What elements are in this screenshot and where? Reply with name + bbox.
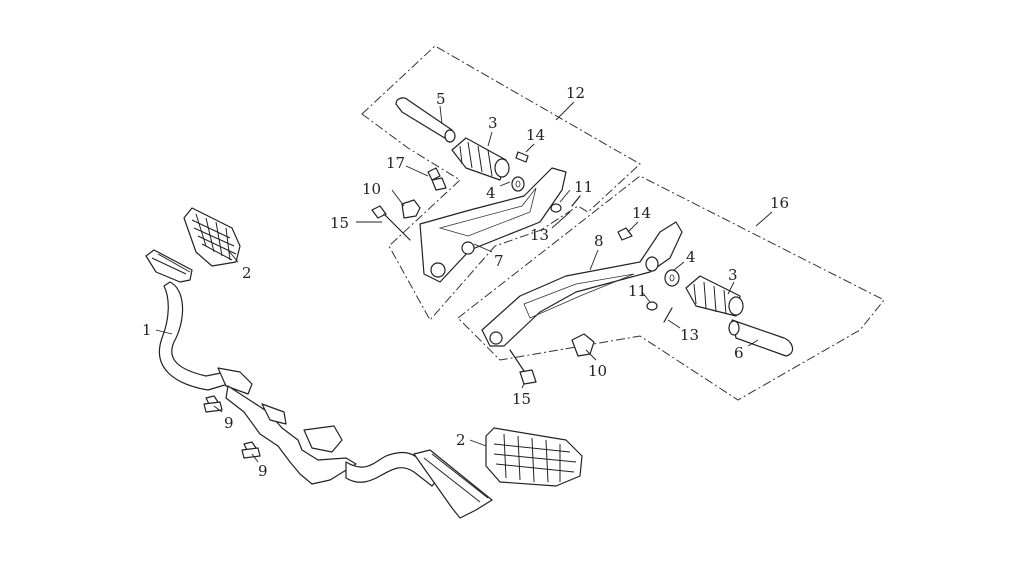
nut-part-10-lower (571, 333, 595, 357)
callout-13-lower: 13 (680, 326, 699, 344)
callout-8: 8 (594, 232, 604, 250)
bolt-part-9-upper (203, 395, 223, 413)
footpeg-rubber-part-3-upper (451, 137, 510, 181)
callout-10-upper: 10 (362, 180, 381, 198)
nut-part-11-upper (550, 203, 562, 213)
callout-13-upper: 13 (530, 226, 549, 244)
pivot-pin-part-5 (395, 97, 456, 143)
callout-labels: 1 2 2 3 3 4 4 5 6 7 8 9 9 10 10 11 11 12… (142, 84, 789, 480)
callout-9-lower: 9 (258, 462, 268, 480)
callout-10-lower: 10 (588, 362, 607, 380)
nut-part-11-lower (646, 301, 658, 311)
cotter-pin-part-13-lower (663, 307, 673, 323)
callout-11-upper: 11 (574, 178, 593, 196)
callout-17: 17 (386, 154, 405, 172)
leader-lines (155, 101, 773, 463)
callout-11-lower: 11 (628, 282, 647, 300)
footpeg-rubber-part-3-lower (685, 275, 744, 317)
callout-4-upper: 4 (486, 184, 496, 202)
callout-4-lower: 4 (686, 248, 696, 266)
nut-part-10-upper (401, 199, 421, 219)
callout-14-upper: 14 (526, 126, 545, 144)
callout-5: 5 (436, 90, 446, 108)
callout-1: 1 (142, 321, 152, 339)
callout-15-lower: 15 (512, 390, 531, 408)
bracket-part-7 (419, 167, 567, 283)
callout-3-lower: 3 (728, 266, 738, 284)
callout-2-upper: 2 (242, 264, 252, 282)
callout-2-lower: 2 (456, 431, 466, 449)
group-outline-16 (457, 175, 885, 401)
callout-16: 16 (770, 194, 789, 212)
callout-7: 7 (494, 252, 504, 270)
bracket-part-8 (481, 221, 683, 347)
bolt-part-15-upper (371, 205, 411, 241)
callout-3-upper: 3 (488, 114, 498, 132)
pivot-pin-part-6 (728, 319, 794, 357)
washer-part-4-upper (511, 176, 525, 192)
callout-12: 12 (566, 84, 585, 102)
bolt-part-17 (427, 167, 447, 191)
bolt-part-9-lower (241, 441, 261, 459)
callout-6: 6 (734, 344, 744, 362)
footpeg-rubber-lower (485, 427, 583, 487)
callout-15-upper: 15 (330, 214, 349, 232)
callout-9-upper: 9 (224, 414, 234, 432)
pin-part-14-upper (515, 151, 529, 163)
footrest-frame-part (145, 249, 493, 519)
cotter-pin-part-13-upper (571, 195, 581, 207)
washer-part-4-lower (664, 269, 680, 287)
bolt-part-15-lower (509, 349, 537, 385)
group-outline-12 (361, 45, 641, 321)
callout-14-lower: 14 (632, 204, 651, 222)
pin-part-14-lower (617, 227, 633, 241)
footpeg-rubber-upper (183, 207, 241, 267)
